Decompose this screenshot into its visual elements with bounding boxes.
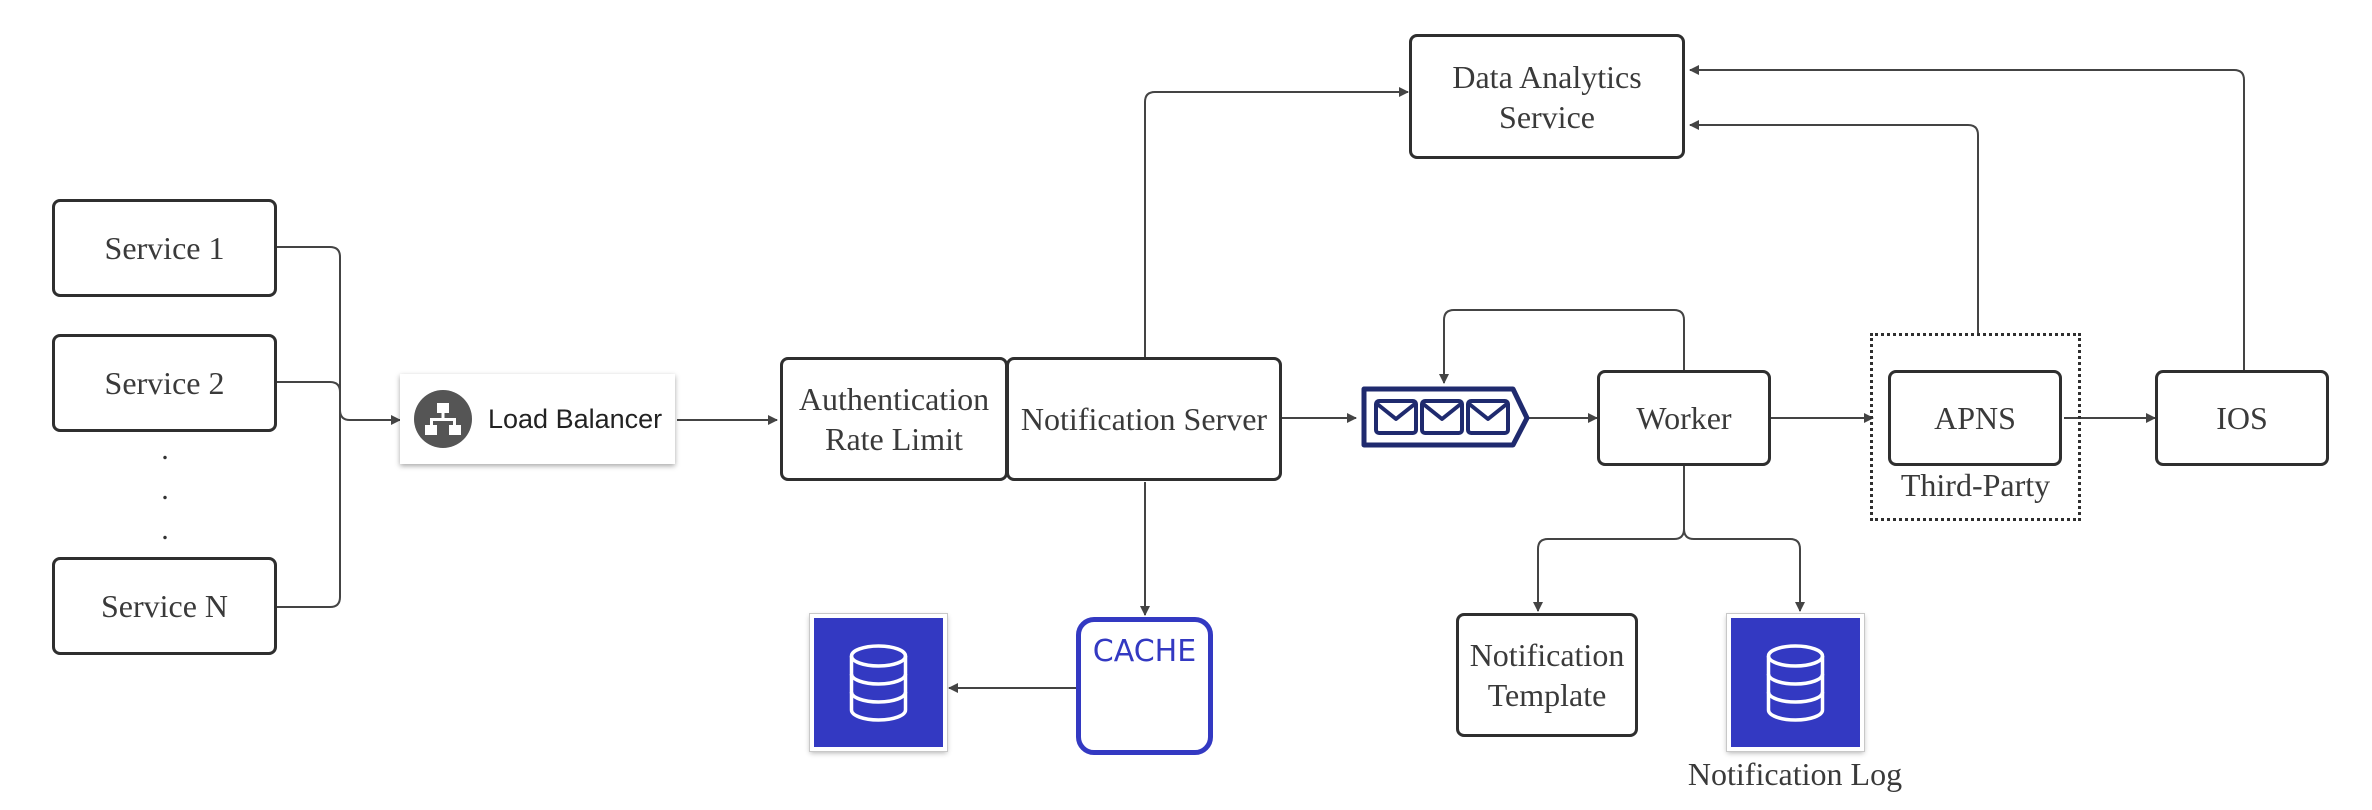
connector-apns-analytics bbox=[1689, 120, 1979, 333]
service-ellipsis: . . . bbox=[161, 433, 169, 546]
connector-serviceN-lb bbox=[276, 420, 341, 608]
data-analytics-label: Data Analytics Service bbox=[1452, 58, 1642, 135]
notification-server-box: Notification Server bbox=[1006, 357, 1282, 481]
connector-worker-log bbox=[1683, 528, 1805, 612]
third-party-label: Third-Party bbox=[1900, 467, 2051, 503]
notification-log-database-icon bbox=[1727, 614, 1864, 751]
apns-box: APNS bbox=[1888, 370, 2062, 466]
database-icon bbox=[810, 614, 947, 751]
load-balancer-label: Load Balancer bbox=[488, 403, 663, 434]
service-2-label: Service 2 bbox=[104, 365, 225, 401]
notification-template-box: Notification Template bbox=[1456, 613, 1638, 737]
connector-worker-queue-loop bbox=[1439, 309, 1685, 384]
service-2-box: Service 2 bbox=[52, 334, 277, 432]
connector-service1-lb bbox=[276, 246, 401, 425]
connector-ios-analytics bbox=[1689, 65, 2245, 370]
notification-template-label: Notification Template bbox=[1469, 637, 1625, 713]
ios-label: IOS bbox=[2216, 400, 2268, 436]
worker-box: Worker bbox=[1597, 370, 1771, 466]
data-analytics-box: Data Analytics Service bbox=[1409, 34, 1685, 159]
message-queue-icon bbox=[1361, 386, 1530, 448]
service-n-box: Service N bbox=[52, 557, 277, 655]
service-1-label: Service 1 bbox=[104, 230, 225, 266]
cache-label: CACHE bbox=[1092, 634, 1197, 669]
connector-service2-lb bbox=[276, 381, 341, 420]
auth-rate-limit-label: Authentication Rate Limit bbox=[798, 381, 990, 457]
notification-log-label: Notification Log bbox=[1687, 756, 1903, 792]
load-balancer-box: Load Balancer bbox=[400, 374, 675, 464]
cache-box: CACHE bbox=[1076, 617, 1213, 755]
connector-worker-template bbox=[1533, 466, 1685, 612]
ios-box: IOS bbox=[2155, 370, 2329, 466]
service-1-box: Service 1 bbox=[52, 199, 277, 297]
connector-ns-analytics bbox=[1144, 87, 1409, 358]
service-n-label: Service N bbox=[100, 588, 229, 624]
worker-label: Worker bbox=[1636, 400, 1732, 436]
notification-server-label: Notification Server bbox=[1020, 401, 1268, 437]
auth-rate-limit-box: Authentication Rate Limit bbox=[780, 357, 1008, 481]
sitemap-icon bbox=[414, 390, 472, 448]
apns-label: APNS bbox=[1934, 400, 2016, 436]
third-party-group bbox=[1870, 333, 2081, 521]
